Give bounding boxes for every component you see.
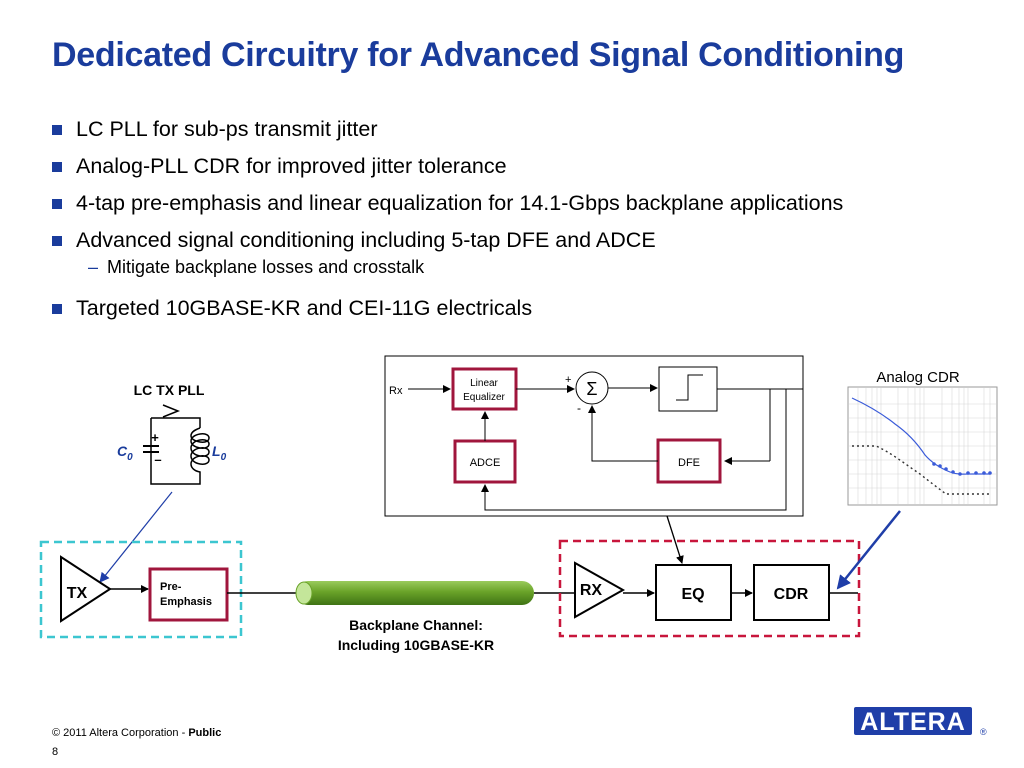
vco-arrow-icon bbox=[162, 404, 181, 418]
channel-label: Including 10GBASE-KR bbox=[338, 637, 494, 653]
bullet-item: Analog-PLL CDR for improved jitter toler… bbox=[52, 151, 843, 188]
altera-logo: ALTERA ® bbox=[854, 707, 987, 737]
bullet-list: LC PLL for sub-ps transmit jitter Analog… bbox=[52, 114, 843, 330]
tx-section: TX Pre- Emphasis bbox=[39, 540, 298, 639]
square-bullet-icon bbox=[52, 304, 62, 314]
cap-minus: – bbox=[154, 452, 161, 467]
dfe-label: DFE bbox=[678, 457, 700, 469]
page-number: 8 bbox=[52, 746, 59, 758]
bullet-text: 4-tap pre-emphasis and linear equalizati… bbox=[76, 191, 844, 215]
backplane-channel: Backplane Channel: Including 10GBASE-KR bbox=[295, 581, 534, 653]
cdr-label: CDR bbox=[774, 586, 809, 603]
square-bullet-icon bbox=[52, 199, 62, 209]
rx-equalizer-detail: Rx Linear Equalizer Σ + - DFE ADCE bbox=[384, 355, 804, 517]
dfe-to-sum-arrow bbox=[588, 405, 658, 462]
pre-emphasis-label: Emphasis bbox=[160, 596, 212, 608]
tx-label: TX bbox=[67, 585, 88, 602]
summer-minus: - bbox=[577, 401, 581, 415]
summer-plus: + bbox=[565, 374, 571, 386]
linear-equalizer-label: Linear bbox=[470, 378, 498, 389]
analog-cdr-plot: Analog CDR bbox=[836, 369, 998, 590]
bullet-text: Advanced signal conditioning including 5… bbox=[76, 228, 656, 252]
backplane-cable bbox=[296, 581, 534, 605]
cdr-block bbox=[753, 564, 830, 621]
bullet-text: LC PLL for sub-ps transmit jitter bbox=[76, 117, 378, 141]
tx-dashed-box bbox=[39, 540, 243, 639]
rx-section: RX EQ CDR bbox=[534, 515, 861, 638]
rx-dashed-box bbox=[558, 539, 861, 638]
pre-emphasis-label: Pre- bbox=[160, 581, 182, 593]
bullet-text: Targeted 10GBASE-KR and CEI-11G electric… bbox=[76, 296, 533, 320]
lc-tx-pll: LC TX PLL + – C0 L0 bbox=[99, 382, 227, 583]
eq-label: EQ bbox=[681, 586, 704, 603]
sigma-icon: Σ bbox=[586, 379, 597, 399]
slide-title: Dedicated Circuitry for Advanced Signal … bbox=[52, 36, 905, 74]
bullet-item: 4-tap pre-emphasis and linear equalizati… bbox=[52, 188, 843, 225]
tx-buffer-triangle bbox=[60, 555, 112, 623]
cdr-mask-curve bbox=[852, 445, 990, 495]
bullet-item: Targeted 10GBASE-KR and CEI-11G electric… bbox=[52, 293, 843, 330]
logo-text: ALTERA bbox=[860, 708, 966, 736]
cap-plus: + bbox=[151, 430, 159, 445]
rx-buffer-triangle bbox=[574, 561, 626, 619]
channel-label: Backplane Channel: bbox=[349, 617, 483, 633]
square-bullet-icon bbox=[52, 236, 62, 246]
dash-bullet-icon: – bbox=[88, 257, 99, 277]
sub-bullet: –Mitigate backplane losses and crosstalk bbox=[76, 256, 843, 278]
bullet-text: Analog-PLL CDR for improved jitter toler… bbox=[76, 154, 507, 178]
dfe-block bbox=[656, 438, 722, 484]
cdr-plot-title: Analog CDR bbox=[876, 369, 960, 386]
square-bullet-icon bbox=[52, 125, 62, 135]
footer-copyright: © 2011 Altera Corporation - Public bbox=[52, 727, 221, 739]
linear-equalizer-label: Equalizer bbox=[463, 392, 505, 403]
copyright-text: © 2011 Altera Corporation - bbox=[52, 727, 189, 739]
rx-input-label: Rx bbox=[389, 385, 403, 397]
plot-to-cdr-arrow bbox=[836, 510, 901, 590]
tank-wire bbox=[151, 417, 201, 428]
sub-bullet-text: Mitigate backplane losses and crosstalk bbox=[107, 257, 425, 277]
pll-title: LC TX PLL bbox=[134, 382, 205, 398]
square-bullet-icon bbox=[52, 162, 62, 172]
pll-to-tx-arrow bbox=[99, 491, 173, 583]
cable-end bbox=[295, 581, 313, 605]
c0-label: C0 bbox=[117, 443, 133, 463]
tank-wire bbox=[150, 418, 197, 485]
pre-emphasis-block bbox=[148, 567, 229, 622]
logo-backdrop bbox=[854, 707, 972, 735]
cdr-curve-points bbox=[932, 462, 992, 476]
adce-block bbox=[453, 439, 517, 484]
adce-feedback-wire bbox=[481, 389, 787, 511]
public-label: Public bbox=[188, 727, 222, 739]
bullet-item: Advanced signal conditioning including 5… bbox=[52, 225, 843, 293]
rx-label: RX bbox=[580, 582, 603, 599]
inductor-coil-icon bbox=[190, 427, 210, 485]
linear-equalizer-block bbox=[451, 367, 518, 411]
detail-to-eq-arrow bbox=[666, 515, 684, 564]
registered-mark: ® bbox=[980, 727, 987, 737]
adce-label: ADCE bbox=[470, 457, 501, 469]
bullet-item: LC PLL for sub-ps transmit jitter bbox=[52, 114, 843, 151]
slicer-step-icon bbox=[676, 374, 703, 401]
eq-block bbox=[655, 564, 732, 621]
l0-label: L0 bbox=[212, 443, 227, 463]
